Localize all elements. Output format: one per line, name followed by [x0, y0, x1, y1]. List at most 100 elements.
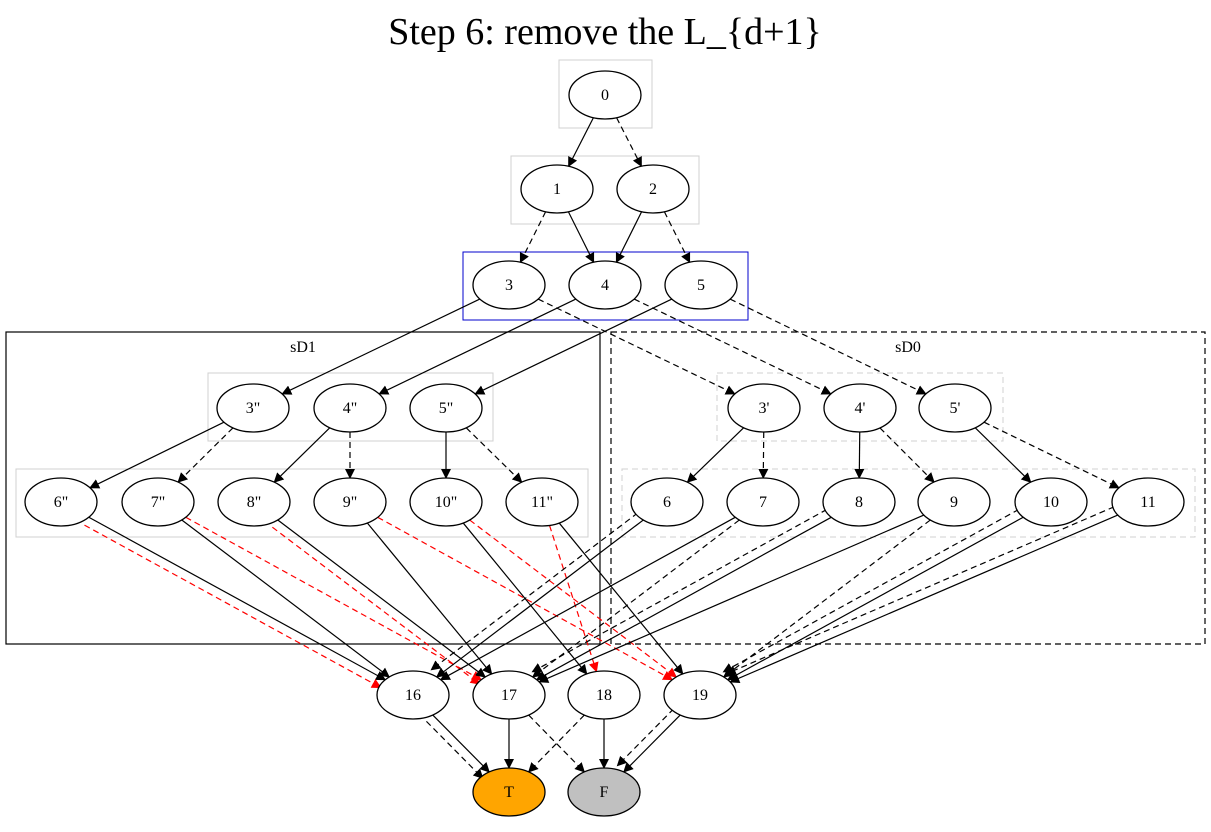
- node-8-shape: [822, 477, 896, 527]
- node-10pp: 10": [409, 477, 483, 527]
- edge-9pp-to-19-dashed: [377, 516, 674, 681]
- node-9: 9: [917, 477, 991, 527]
- edge-10-to-19-solid: [726, 516, 1024, 681]
- edge-1-to-3-dashed: [519, 211, 547, 264]
- node-6pp: 6": [24, 477, 98, 527]
- edge-3p-to-6-solid: [686, 427, 745, 483]
- node-4p-label: 4': [855, 400, 866, 417]
- node-0: 0: [568, 70, 642, 120]
- node-7-label: 7: [759, 494, 767, 511]
- node-4pp: 4": [313, 383, 387, 433]
- node-5pp-shape: [409, 383, 483, 433]
- node-2-shape: [616, 164, 690, 214]
- edge-11-to-19-solid: [729, 514, 1119, 684]
- edge-10pp-to-19-dashed: [469, 519, 678, 678]
- node-11-shape: [1111, 477, 1185, 527]
- node-11pp: 11": [505, 477, 579, 527]
- edge-4p-to-9-dashed: [879, 427, 935, 483]
- node-F-shape: [567, 767, 641, 817]
- node-4-shape: [568, 260, 642, 310]
- edge-0-to-1-solid: [568, 117, 594, 168]
- node-5pp: 5": [409, 383, 483, 433]
- node-16-shape: [376, 670, 450, 720]
- edge-11pp-to-19-solid: [558, 522, 684, 675]
- edges: [84, 117, 1120, 780]
- node-9pp-shape: [313, 477, 387, 527]
- node-8-label: 8: [855, 494, 863, 511]
- edge-7pp-to-16-solid: [181, 519, 391, 678]
- diagram-title: Step 6: remove the L_{d+1}: [388, 11, 822, 53]
- node-4: 4: [568, 260, 642, 310]
- node-5p: 5': [918, 383, 992, 433]
- edge-6-to-16-dashed: [430, 512, 639, 671]
- node-3pp: 3": [216, 383, 290, 433]
- clusters: sD1 sD0: [5, 331, 1206, 645]
- edge-3pp-to-7pp-dashed: [177, 427, 234, 483]
- edge-8pp-to-17-solid: [277, 519, 487, 678]
- rank-box-active-level: [462, 251, 749, 321]
- edge-5p-to-11-dashed: [983, 421, 1120, 489]
- node-9pp: 9": [313, 477, 387, 527]
- node-1-label: 1: [553, 181, 561, 198]
- node-7pp: 7": [121, 477, 195, 527]
- edge-6-to-16-solid: [435, 519, 644, 678]
- rank-box-sD1-lower: [15, 468, 589, 538]
- node-T-label: T: [504, 784, 514, 801]
- edge-16-to-T-solid: [432, 714, 490, 773]
- node-2-label: 2: [649, 181, 657, 198]
- node-3p: 3': [727, 383, 801, 433]
- node-4p-shape: [823, 383, 897, 433]
- rank-box-sD0-lower: [621, 468, 1196, 538]
- edge-1-to-4-solid: [567, 211, 595, 264]
- edge-19-to-F-dashed: [616, 708, 675, 767]
- node-7pp-label: 7": [151, 494, 166, 511]
- node-3pp-label: 3": [246, 400, 261, 417]
- edge-5p-to-10-solid: [974, 427, 1032, 483]
- node-6-shape: [630, 477, 704, 527]
- node-3p-label: 3': [759, 400, 770, 417]
- node-6pp-shape: [24, 477, 98, 527]
- node-0-label: 0: [601, 87, 609, 104]
- edge-5pp-to-11pp-dashed: [465, 427, 523, 483]
- node-9pp-label: 9": [343, 494, 358, 511]
- node-5: 5: [664, 260, 738, 310]
- node-19-label: 19: [692, 687, 708, 704]
- node-T-shape: [472, 767, 546, 817]
- node-17-label: 17: [501, 687, 517, 704]
- node-10pp-label: 10": [435, 494, 458, 511]
- node-3p-shape: [727, 383, 801, 433]
- node-16-label: 16: [405, 687, 421, 704]
- node-F: F: [567, 767, 641, 817]
- node-5-label: 5: [697, 277, 705, 294]
- rank-box-root: [558, 59, 653, 129]
- edge-18-to-T-dashed: [527, 714, 585, 773]
- node-1-shape: [520, 164, 594, 214]
- node-5pp-label: 5": [439, 400, 454, 417]
- node-16: 16: [376, 670, 450, 720]
- node-11-label: 11: [1140, 494, 1155, 511]
- node-7: 7: [726, 477, 800, 527]
- node-6pp-label: 6": [54, 494, 69, 511]
- node-10: 10: [1014, 477, 1088, 527]
- node-19: 19: [663, 670, 737, 720]
- edge-2-to-4-solid: [615, 211, 643, 264]
- edge-7pp-to-17-dashed: [185, 516, 483, 681]
- node-11pp-shape: [505, 477, 579, 527]
- edge-8-to-17-dashed: [531, 508, 828, 673]
- edge-11-to-19-dashed: [725, 506, 1115, 675]
- edge-3-to-3pp-solid: [281, 298, 481, 395]
- edge-7-to-16-solid: [439, 516, 736, 681]
- node-19-shape: [663, 670, 737, 720]
- cluster-sD1-box: [5, 331, 601, 645]
- node-8: 8: [822, 477, 896, 527]
- cluster-sD0-box: [610, 331, 1206, 645]
- edge-5-to-5pp-solid: [474, 298, 673, 395]
- edge-6pp-to-16-solid: [88, 516, 387, 681]
- edge-4-to-4p-dashed: [633, 298, 832, 395]
- rank-box-sD0-upper: [716, 372, 1004, 442]
- edge-5-to-5p-dashed: [729, 298, 927, 395]
- node-4p: 4': [823, 383, 897, 433]
- edge-7-to-17-dashed: [531, 519, 740, 678]
- edge-0-to-2-dashed: [616, 117, 642, 168]
